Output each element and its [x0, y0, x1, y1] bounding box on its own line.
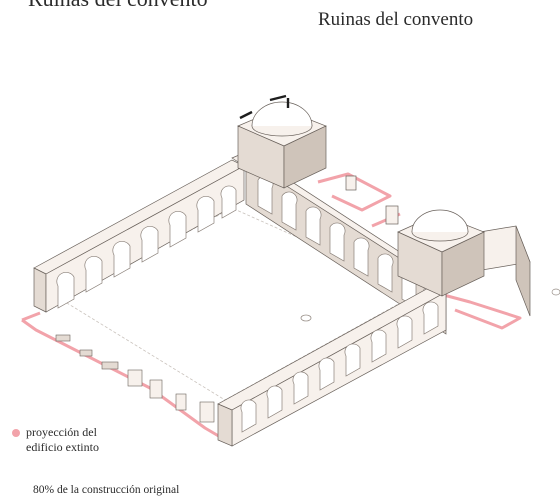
ruin-block	[55, 334, 71, 342]
freestanding-block	[385, 205, 399, 225]
chapel-broken-edge	[239, 94, 290, 120]
projection-front-left	[21, 318, 223, 440]
legend-label-line2: edificio extinto	[26, 440, 99, 454]
legend-label-line1: proyección del	[26, 425, 97, 439]
front-arcade	[217, 285, 447, 447]
projection-rear-link	[317, 172, 392, 212]
chapel-right	[283, 125, 327, 189]
front-ruins	[55, 334, 215, 423]
ruin-block	[79, 349, 93, 357]
header-title-cut: Ruinas del convento	[28, 0, 208, 10]
front-arcade-arches	[240, 301, 439, 433]
front-arcade-wall	[231, 291, 447, 447]
left-arcade-face	[33, 267, 47, 313]
courtyard-outline	[61, 207, 421, 401]
footnote: 80% de la construcción original	[33, 484, 180, 496]
ruin-block	[127, 369, 143, 387]
ruin-block	[175, 393, 187, 411]
page-title: Ruinas del convento	[318, 9, 474, 30]
projection-left-edge	[21, 311, 41, 322]
ruin-block	[149, 379, 163, 399]
rear-domed-chapel	[237, 94, 327, 189]
chapel2-right	[441, 231, 485, 297]
left-arcade-arches	[56, 185, 237, 309]
left-arcade	[33, 159, 245, 313]
ruin-block	[199, 401, 215, 423]
front-arcade-face	[217, 403, 233, 447]
edge-marker	[551, 288, 560, 296]
projection-right	[439, 292, 522, 330]
chapel-dome	[251, 101, 313, 127]
right-domed-chapel	[345, 175, 560, 317]
annex-wall	[515, 225, 531, 317]
courtyard-marker	[300, 314, 312, 322]
chapel2-dome	[411, 209, 469, 233]
freestanding-block	[345, 175, 357, 191]
ruin-block	[101, 361, 119, 370]
legend-swatch-extinct	[12, 429, 20, 437]
